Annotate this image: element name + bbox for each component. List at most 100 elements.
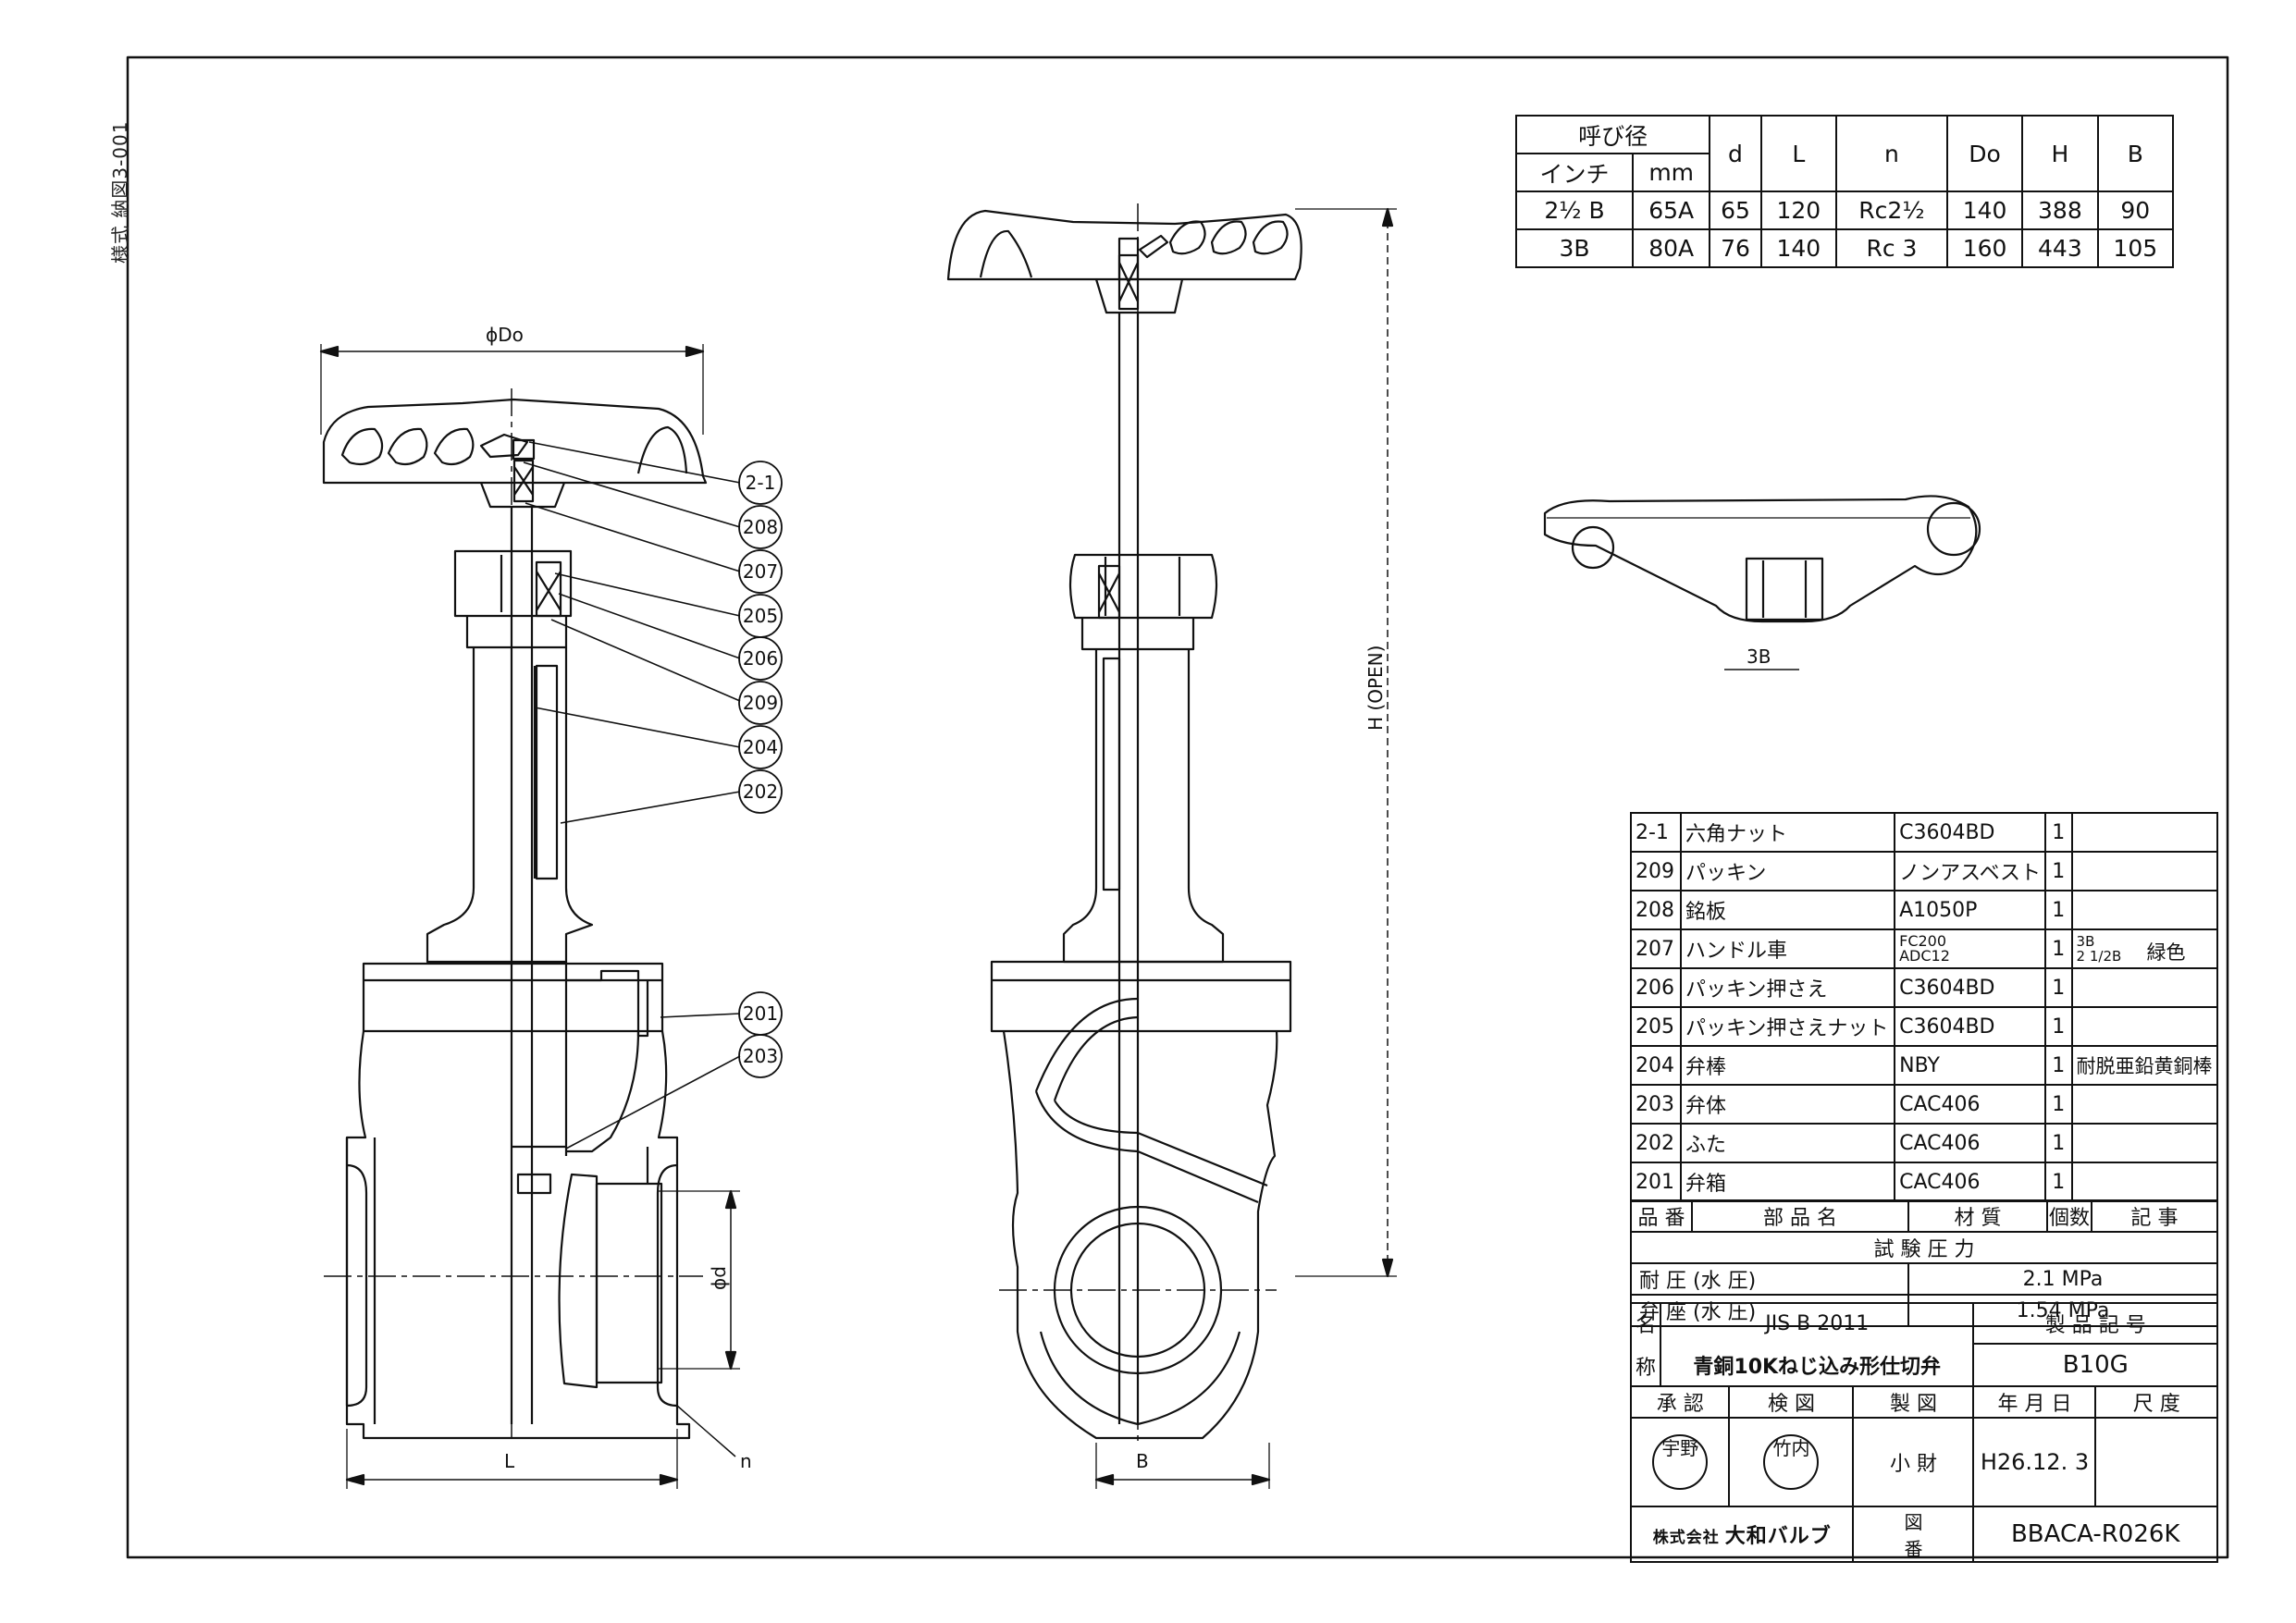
part-name: ふた xyxy=(1679,1123,1896,1163)
spec-cell: 76 xyxy=(1709,228,1762,268)
table-row: 株式会社大和バルブ 図番 BBACA-R026K xyxy=(1629,1506,2218,1563)
part-name: 弁箱 xyxy=(1679,1162,1896,1202)
dim-phi-do: ϕDo xyxy=(486,324,524,346)
check-cell: 竹内 xyxy=(1728,1417,1855,1507)
part-name: パッキン押さえナット xyxy=(1679,1006,1896,1047)
spec-header: n xyxy=(1835,115,1948,192)
handwheel-side xyxy=(946,209,1302,281)
part-material: C3604BD xyxy=(1894,812,2047,853)
table-row: 2½ B 65A 65 120 Rc2½ 140 388 90 xyxy=(1514,191,2175,230)
test-value: 2.1 MPa xyxy=(1907,1262,2218,1296)
part-name: 弁棒 xyxy=(1679,1045,1896,1086)
approve-stamp: 宇野 xyxy=(1652,1434,1709,1490)
part-remark-line: 緑色 xyxy=(2146,941,2186,964)
drawing-no-label: 図番 xyxy=(1852,1506,1975,1563)
spec-cell: 120 xyxy=(1759,191,1838,230)
callout-label: 209 xyxy=(742,692,779,714)
spec-cell: 65A xyxy=(1632,191,1711,230)
view-3b-label: 3B xyxy=(1747,646,1771,668)
table-row: 耐 圧 (水 圧) 2.1 MPa xyxy=(1630,1262,2218,1296)
callout-circles xyxy=(738,461,783,1078)
front-section-view xyxy=(319,344,741,1489)
callout-label: 203 xyxy=(742,1045,779,1067)
part-qty: 1 xyxy=(2044,1123,2073,1163)
test-label: 耐 圧 (水 圧) xyxy=(1630,1262,1909,1296)
parts-header-and-test-table: 品 番 部 品 名 材 質 個数 記 事 試 験 圧 力 耐 圧 (水 圧) 2… xyxy=(1630,1199,2218,1327)
part-no: 201 xyxy=(1630,1162,1682,1202)
spec-header: L xyxy=(1759,115,1838,192)
part-material-line: ADC12 xyxy=(1899,947,1950,965)
dim-phi-d: ϕd xyxy=(708,1266,730,1290)
part-remark: 耐脱亜鉛黄銅棒 xyxy=(2070,1045,2219,1086)
parts-header-remark: 記 事 xyxy=(2091,1199,2218,1233)
drawing-no-label-1: 図 xyxy=(1904,1511,1923,1533)
dim-l: L xyxy=(504,1450,515,1472)
part-name: パッキン xyxy=(1679,851,1896,891)
handwheel-front xyxy=(322,398,708,485)
part-name: ハンドル車 xyxy=(1679,928,1896,969)
parts-header-qty: 個数 xyxy=(2046,1199,2092,1233)
callout-label: 202 xyxy=(742,781,779,803)
drawing-title: 青銅10Kねじ込み形仕切弁 xyxy=(1659,1344,1975,1387)
spec-cell: 443 xyxy=(2021,228,2099,268)
part-material: CAC406 xyxy=(1894,1162,2047,1202)
part-qty: 1 xyxy=(2044,1162,2073,1202)
spec-cell: Rc 3 xyxy=(1835,228,1948,268)
handwheel-3b-view xyxy=(1543,495,1981,670)
parts-header-no: 品 番 xyxy=(1630,1199,1693,1233)
part-material-line: FC200 xyxy=(1899,932,1947,950)
part-no: 206 xyxy=(1630,967,1682,1008)
callout-label: 206 xyxy=(742,647,779,670)
part-no: 209 xyxy=(1630,851,1682,891)
table-row: 青銅10Kねじ込み形仕切弁 B10G xyxy=(1631,1343,2218,1387)
part-qty: 1 xyxy=(2044,1006,2073,1047)
spec-cell: 160 xyxy=(1945,228,2024,268)
part-material: CAC406 xyxy=(1894,1123,2047,1163)
part-no: 205 xyxy=(1630,1006,1682,1047)
part-no: 2-1 xyxy=(1630,812,1682,853)
part-remark xyxy=(2070,1084,2219,1125)
parts-header-name: 部 品 名 xyxy=(1691,1199,1909,1233)
parts-header-material: 材 質 xyxy=(1907,1199,2048,1233)
spec-cell: 3B xyxy=(1514,228,1635,268)
callout-label: 2-1 xyxy=(745,472,776,494)
name-label-2: 称 xyxy=(1635,1357,1656,1380)
part-remark xyxy=(2070,967,2219,1008)
part-no: 207 xyxy=(1630,928,1682,969)
callout-label: 201 xyxy=(742,1002,779,1025)
table-row: 名称 JIS B 2011 製 品 記 号 xyxy=(1630,1302,2218,1387)
drawing-border xyxy=(126,55,2229,1559)
date-label: 年 月 日 xyxy=(1972,1385,2097,1419)
part-material: A1050P xyxy=(1894,890,2047,930)
side-view xyxy=(946,203,1397,1489)
spec-header: B xyxy=(2096,115,2175,192)
callout-label: 207 xyxy=(742,560,779,583)
part-material: C3604BD xyxy=(1894,1006,2047,1047)
table-row: 承 認 検 図 製 図 年 月 日 尺 度 xyxy=(1629,1385,2218,1419)
spec-header: Do xyxy=(1945,115,2024,192)
part-remark xyxy=(2070,1123,2219,1163)
part-name: パッキン押さえ xyxy=(1679,967,1896,1008)
drawn-label: 製 図 xyxy=(1852,1385,1975,1419)
spec-header: d xyxy=(1709,115,1762,192)
drawing-no-label-2: 番 xyxy=(1904,1538,1923,1560)
spec-cell: 65 xyxy=(1709,191,1762,230)
table-row: 試 験 圧 力 xyxy=(1630,1231,2218,1264)
part-remark-line: 3B xyxy=(2076,933,2095,950)
drafter: 小 財 xyxy=(1852,1417,1975,1507)
part-material: ノンアスベスト xyxy=(1894,851,2047,891)
spec-sub-header: mm xyxy=(1632,153,1711,192)
date: H26.12. 3 xyxy=(1972,1417,2097,1507)
dimension-spec-table: 呼び径 d L n Do H B インチ mm 2½ B 65A 65 120 … xyxy=(1514,115,2175,268)
spec-cell: 80A xyxy=(1632,228,1711,268)
spec-sub-header: インチ xyxy=(1514,153,1635,192)
check-label: 検 図 xyxy=(1728,1385,1855,1419)
